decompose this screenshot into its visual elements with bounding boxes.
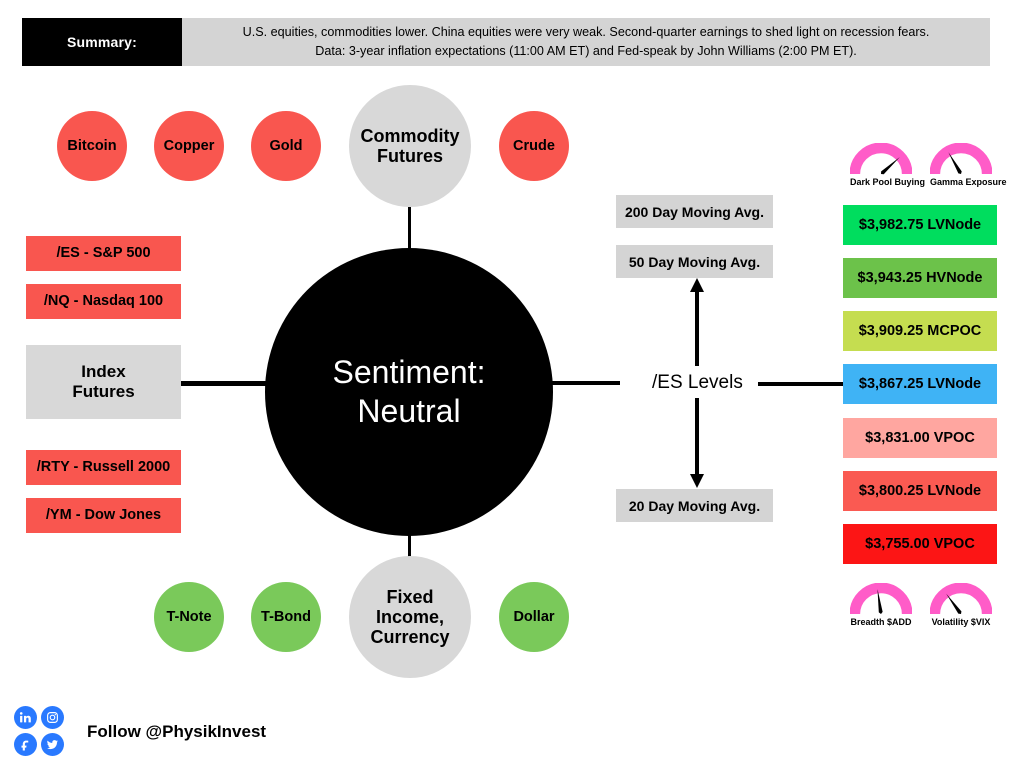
commodity-copper-label: Copper: [163, 137, 215, 154]
gauge-dark-pool-buying[interactable]: Dark Pool Buying: [850, 143, 926, 187]
commodity-hub-line-1: Commodity: [360, 125, 460, 146]
gauge-gamma-exposure[interactable]: Gamma Exposure: [930, 143, 1007, 187]
commodity-gold[interactable]: Gold: [251, 111, 321, 181]
moving-average-200-day[interactable]: 200 Day Moving Avg.: [616, 195, 773, 228]
linkedin-icon[interactable]: [14, 706, 37, 729]
gauge-dial-icon: [850, 583, 912, 615]
gauge-dial-icon: [850, 143, 912, 175]
instagram-glyph: [47, 712, 58, 723]
connector-index-to-center: [181, 381, 273, 386]
summary-bar: Summary: U.S. equities, commodities lowe…: [22, 18, 990, 66]
fixed-income-hub-line-2: Income,: [375, 606, 445, 627]
commodity-crude[interactable]: Crude: [499, 111, 569, 181]
summary-line-1: U.S. equities, commodities lower. China …: [242, 25, 930, 40]
connector-commodity-to-center: [408, 207, 411, 262]
es-level-3800-25-label: $3,800.25 LVNode: [858, 483, 982, 499]
fixed-income-hub-line-1: Fixed: [386, 586, 434, 607]
gauge-dark-pool-buying-label: Dark Pool Buying: [850, 177, 926, 187]
facebook-icon[interactable]: [14, 733, 37, 756]
es-level-3867-25-label: $3,867.25 LVNode: [858, 376, 982, 392]
moving-average-20-day-label: 20 Day Moving Avg.: [628, 497, 761, 514]
es-level-3800-25[interactable]: $3,800.25 LVNode: [843, 471, 997, 511]
moving-average-200-day-label: 200 Day Moving Avg.: [624, 203, 764, 220]
es-level-3909-25[interactable]: $3,909.25 MCPOC: [843, 311, 997, 351]
instagram-icon[interactable]: [41, 706, 64, 729]
summary-label: Summary:: [22, 18, 182, 66]
es-level-3943-25-label: $3,943.25 HVNode: [857, 270, 983, 286]
commodity-bitcoin-label: Bitcoin: [67, 137, 117, 154]
es-level-3755-00-label: $3,755.00 VPOC: [865, 536, 975, 552]
fixed-income-t-bond-label: T-Bond: [261, 608, 311, 625]
index-futures-hub-label: Index Futures: [72, 362, 134, 401]
fixed-income-hub-line-3: Currency: [370, 627, 450, 648]
es-level-3831-00[interactable]: $3,831.00 VPOC: [843, 418, 997, 458]
es-level-3867-25[interactable]: $3,867.25 LVNode: [843, 364, 997, 404]
footer: Follow @PhysikInvest: [14, 706, 266, 758]
gauge-breadth-add[interactable]: Breadth $ADD: [850, 583, 912, 627]
fixed-income-hub-label: Fixed Income, Currency: [370, 587, 449, 647]
gauge-volatility-vix[interactable]: Volatility $VIX: [930, 583, 992, 627]
commodity-futures-hub[interactable]: Commodity Futures: [349, 85, 471, 207]
gauge-gamma-exposure-label: Gamma Exposure: [930, 177, 1007, 187]
index-future-ym[interactable]: /YM - Dow Jones: [26, 498, 181, 533]
moving-average-50-day[interactable]: 50 Day Moving Avg.: [616, 245, 773, 278]
es-level-3755-00[interactable]: $3,755.00 VPOC: [843, 524, 997, 564]
commodity-gold-label: Gold: [269, 137, 303, 154]
follow-handle: Follow @PhysikInvest: [87, 722, 267, 741]
linkedin-glyph: [19, 712, 31, 723]
summary-text: U.S. equities, commodities lower. China …: [182, 18, 990, 66]
commodity-hub-line-2: Futures: [376, 146, 443, 166]
es-level-3831-00-label: $3,831.00 VPOC: [865, 430, 975, 446]
facebook-glyph: [21, 740, 29, 751]
gauge-dial-icon: [930, 143, 992, 175]
commodity-futures-hub-label: Commodity Futures: [361, 126, 460, 166]
sentiment-line-2: Neutral: [357, 393, 461, 429]
connector-center-to-es: [545, 381, 620, 385]
gauge-volatility-vix-label: Volatility $VIX: [931, 617, 991, 627]
commodity-bitcoin[interactable]: Bitcoin: [57, 111, 127, 181]
commodity-crude-label: Crude: [513, 137, 555, 154]
index-future-es[interactable]: /ES - S&P 500: [26, 236, 181, 271]
index-futures-hub-line-2: Futures: [72, 382, 135, 401]
arrow-up-to-50-day-ma: [690, 278, 704, 366]
es-level-3982-75[interactable]: $3,982.75 LVNode: [843, 205, 997, 245]
sentiment-center-circle[interactable]: Sentiment: Neutral: [265, 248, 553, 536]
commodity-copper[interactable]: Copper: [154, 111, 224, 181]
arrow-down-to-20-day-ma: [690, 398, 704, 488]
fixed-income-dollar-label: Dollar: [513, 608, 555, 625]
gauge-breadth-add-label: Breadth $ADD: [850, 617, 912, 627]
connector-fixedincome-to-center: [408, 520, 411, 575]
index-future-es-label: /ES - S&P 500: [56, 245, 151, 262]
social-links: [14, 706, 66, 758]
index-future-ym-label: /YM - Dow Jones: [45, 507, 162, 524]
twitter-icon[interactable]: [41, 733, 64, 756]
fixed-income-dollar[interactable]: Dollar: [499, 582, 569, 652]
index-futures-hub[interactable]: Index Futures: [26, 345, 181, 419]
es-level-3909-25-label: $3,909.25 MCPOC: [858, 323, 982, 339]
twitter-glyph: [47, 740, 58, 750]
fixed-income-hub[interactable]: Fixed Income, Currency: [349, 556, 471, 678]
connector-es-to-levels: [758, 382, 844, 386]
sentiment-text: Sentiment: Neutral: [333, 353, 486, 431]
es-level-3982-75-label: $3,982.75 LVNode: [858, 217, 982, 233]
index-future-rty-label: /RTY - Russell 2000: [36, 459, 171, 476]
fixed-income-t-bond[interactable]: T-Bond: [251, 582, 321, 652]
moving-average-50-day-label: 50 Day Moving Avg.: [628, 253, 761, 270]
moving-average-20-day[interactable]: 20 Day Moving Avg.: [616, 489, 773, 522]
es-level-3943-25[interactable]: $3,943.25 HVNode: [843, 258, 997, 298]
index-futures-hub-line-1: Index: [81, 362, 126, 382]
index-future-rty[interactable]: /RTY - Russell 2000: [26, 450, 181, 485]
gauge-dial-icon: [930, 583, 992, 615]
sentiment-line-1: Sentiment:: [332, 353, 486, 390]
summary-line-2: Data: 3-year inflation expectations (11:…: [315, 44, 857, 58]
fixed-income-t-note[interactable]: T-Note: [154, 582, 224, 652]
es-levels-title: /ES Levels: [652, 372, 743, 393]
index-future-nq[interactable]: /NQ - Nasdaq 100: [26, 284, 181, 319]
index-future-nq-label: /NQ - Nasdaq 100: [43, 293, 164, 310]
fixed-income-t-note-label: T-Note: [166, 608, 212, 625]
